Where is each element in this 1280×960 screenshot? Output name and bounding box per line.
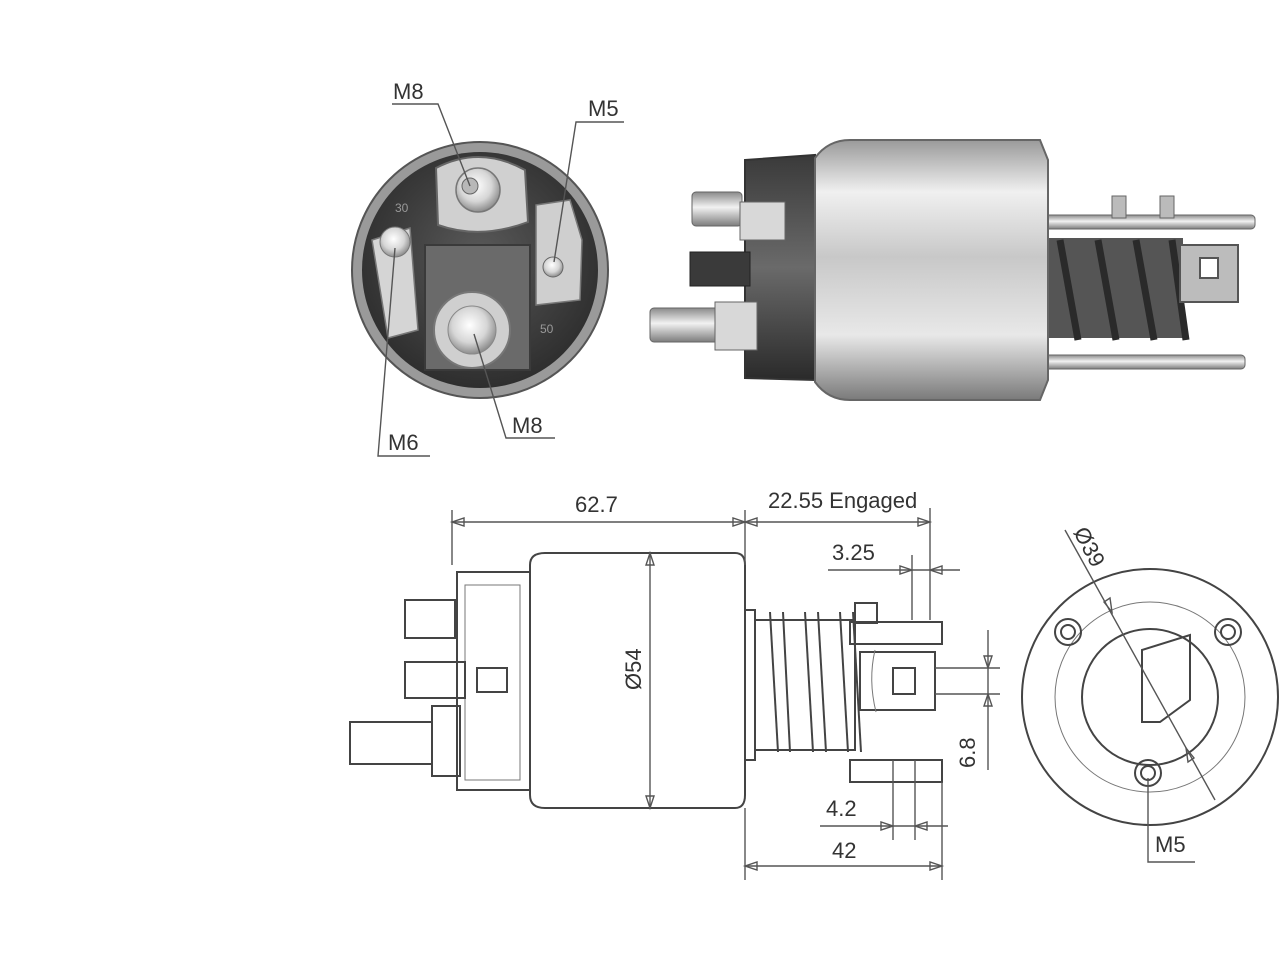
label-bottom-left-m6: M6: [388, 430, 419, 455]
right-terminal-stud: [542, 256, 564, 278]
dim-length: 62.7: [575, 492, 618, 517]
label-top-left-m8: M8: [393, 79, 424, 104]
top-nut: [739, 201, 786, 241]
right-terminal-tab: [535, 199, 583, 306]
bottom-bolt: [649, 307, 721, 343]
label-top-right-m5: M5: [588, 96, 619, 121]
plunger-slot-outline: [1141, 633, 1191, 723]
dim-tab-gap: 4.2: [826, 796, 857, 821]
post-left: [1111, 195, 1127, 219]
solenoid-can: [814, 139, 1049, 401]
dim-small-gap: 3.25: [832, 540, 875, 565]
dim-total-right: 42: [832, 838, 856, 863]
bolt-hole-top-left: [1054, 618, 1082, 646]
label-bolt-m5: M5: [1155, 832, 1186, 857]
bottom-nut: [714, 301, 758, 351]
top-bolt: [691, 191, 743, 227]
bottom-stud-outline: [349, 721, 433, 765]
mid-blade-outline: [404, 661, 466, 699]
leader-top-left: [392, 103, 471, 187]
dim-stroke: 22.55 Engaged: [768, 488, 917, 513]
left-terminal-stud: [379, 226, 411, 258]
spring-coils-outline: [769, 611, 862, 753]
bolt-hole-top-right: [1214, 618, 1242, 646]
spring-housing: [745, 609, 756, 761]
embossed-mark-50: 50: [540, 322, 554, 336]
plunger-slot: [1199, 257, 1219, 279]
leader-bottom-left: [377, 247, 430, 457]
drawing-end-view: Ø39 M5: [1021, 523, 1279, 863]
flange-inner: [1054, 601, 1246, 793]
top-stud-outline: [404, 599, 456, 639]
leader-top-right: [553, 121, 624, 263]
upper-rod: [1039, 214, 1256, 230]
post-right: [1159, 195, 1175, 219]
drawing-side-view: 62.7 22.55 Engaged 3.25 Ø54 6.8 4.2: [349, 488, 1000, 880]
can-outline: [529, 552, 746, 809]
label-bottom-right-m8: M8: [512, 413, 543, 438]
bottom-terminal-stud: [447, 305, 497, 355]
embossed-mark-30: 30: [395, 201, 409, 215]
eyelet-outline: [859, 651, 936, 711]
leader-m5: [1147, 778, 1195, 863]
middle-blade: [689, 251, 751, 287]
dim-diameter: Ø54: [621, 648, 646, 690]
photo-end-view: 30 50 M8 M5 M6 M8: [351, 79, 624, 457]
cap-outline: [456, 571, 531, 791]
bore: [1081, 628, 1219, 766]
lower-rod: [1039, 354, 1246, 370]
dim-slot-width: 6.8: [955, 737, 980, 768]
leader-bottom-right: [473, 333, 555, 439]
flange-outer: [1021, 568, 1279, 826]
photo-side-view: [649, 139, 1256, 401]
lower-rod-outline: [849, 759, 943, 783]
upper-rod-outline: [849, 621, 943, 645]
